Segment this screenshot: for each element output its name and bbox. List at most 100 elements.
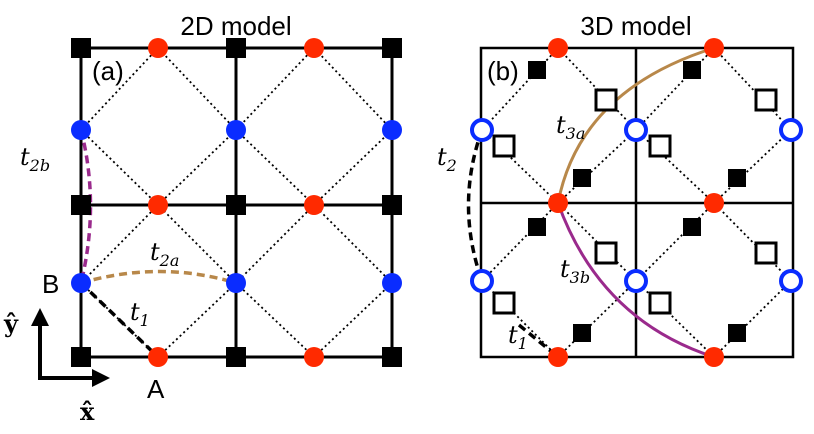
- filled-square-site: [226, 38, 246, 58]
- red-site: [148, 195, 168, 215]
- dotted-bond: [313, 129, 393, 206]
- t2-bond: [466, 129, 484, 282]
- t1-bond: [79, 281, 160, 359]
- hop-t2b-label: t2b: [20, 143, 50, 175]
- dotted-bond: [713, 202, 792, 282]
- panel-b-open-blue-sites: [470, 118, 803, 293]
- panel-a-label: (a): [92, 56, 124, 86]
- filled-square-site: [71, 347, 91, 367]
- dotted-bond: [481, 202, 559, 282]
- red-site: [148, 347, 168, 367]
- panel-a-blue-sites: [71, 120, 402, 293]
- filled-square-site: [71, 195, 91, 215]
- filled-square-site: [683, 61, 701, 79]
- blue-site: [71, 273, 91, 293]
- panel-b-open-squares: [492, 88, 778, 315]
- site-b-label: B: [42, 269, 59, 299]
- dotted-bond: [157, 204, 237, 284]
- dotted-bond: [635, 280, 715, 358]
- dotted-bond: [635, 202, 715, 282]
- dotted-bond: [157, 129, 237, 206]
- open-square-site: [492, 291, 516, 315]
- red-site: [704, 347, 724, 367]
- axis-arrows: ŷ x̂: [3, 308, 110, 426]
- open-square-site: [594, 241, 618, 265]
- panel-a: 2D model (a) t2b t2a t1 B A ŷ x̂: [3, 11, 402, 426]
- hop-t2a-label: t2a: [150, 238, 179, 270]
- red-site: [704, 193, 724, 213]
- red-site: [548, 347, 568, 367]
- red-site: [704, 38, 724, 58]
- panel-b: 3D model (b) t2 t3a t3b t1: [437, 11, 803, 367]
- dotted-bond: [80, 129, 159, 206]
- dotted-bond: [557, 280, 637, 358]
- filled-square-site: [382, 347, 402, 367]
- dotted-bond: [235, 282, 315, 358]
- open-square-site: [594, 88, 618, 112]
- filled-square-site: [226, 347, 246, 367]
- red-site: [548, 193, 568, 213]
- red-site: [304, 195, 324, 215]
- filled-square-site: [382, 38, 402, 58]
- panel-b-filled-squares: [528, 61, 746, 342]
- blue-site: [382, 120, 402, 140]
- dotted-bond: [313, 47, 393, 131]
- panel-a-dotted-bonds: [80, 47, 393, 358]
- filled-square-site: [382, 195, 402, 215]
- dotted-bond: [313, 282, 393, 358]
- blue-site: [226, 273, 246, 293]
- hop-t3a-label: t3a: [556, 111, 585, 143]
- filled-square-site: [728, 324, 746, 342]
- hop-t3b-label: t3b: [560, 255, 590, 287]
- y-axis-label: ŷ: [3, 309, 19, 338]
- site-a-label: A: [147, 374, 165, 404]
- filled-square-site: [573, 169, 591, 187]
- dotted-bond: [713, 280, 792, 358]
- filled-square-site: [71, 38, 91, 58]
- blue-site: [226, 120, 246, 140]
- blue-site: [71, 120, 91, 140]
- y-arrowhead: [31, 308, 49, 326]
- red-site: [148, 38, 168, 58]
- dotted-bond: [481, 47, 559, 131]
- panel-b-grid: [479, 46, 795, 359]
- x-axis-label: x̂: [80, 397, 95, 426]
- panel-a-squares: [71, 38, 402, 367]
- open-blue-site: [779, 118, 803, 142]
- dotted-bond: [157, 282, 237, 358]
- red-site: [304, 347, 324, 367]
- open-blue-site: [470, 118, 494, 142]
- open-blue-site: [779, 269, 803, 293]
- filled-square-site: [226, 195, 246, 215]
- red-site: [548, 38, 568, 58]
- dotted-bond: [635, 47, 715, 131]
- t2a-bond: [80, 269, 237, 285]
- t3b-bond: [556, 202, 715, 359]
- filled-square-site: [683, 218, 701, 236]
- dotted-bond: [713, 47, 792, 131]
- panel-b-red-sites: [548, 38, 724, 367]
- dotted-bond: [713, 129, 792, 204]
- open-square-site: [754, 88, 778, 112]
- dotted-bond: [235, 47, 315, 131]
- open-square-site: [648, 291, 672, 315]
- t2b-bond: [79, 129, 93, 284]
- dotted-bond: [635, 129, 715, 204]
- open-blue-site: [624, 118, 648, 142]
- filled-square-site: [528, 61, 546, 79]
- filled-square-site: [528, 218, 546, 236]
- filled-square-site: [728, 169, 746, 187]
- dotted-bond: [80, 204, 159, 284]
- hop-t2-label: t2: [437, 143, 457, 175]
- open-square-site: [492, 134, 516, 158]
- dotted-bond: [157, 47, 237, 131]
- open-square-site: [754, 241, 778, 265]
- panel-a-red-sites: [148, 38, 324, 367]
- open-blue-site: [624, 269, 648, 293]
- dotted-bond: [313, 204, 393, 284]
- dotted-bond: [80, 47, 159, 131]
- panel-b-title: 3D model: [580, 11, 691, 41]
- dotted-bond: [235, 204, 315, 284]
- x-arrowhead: [92, 369, 110, 387]
